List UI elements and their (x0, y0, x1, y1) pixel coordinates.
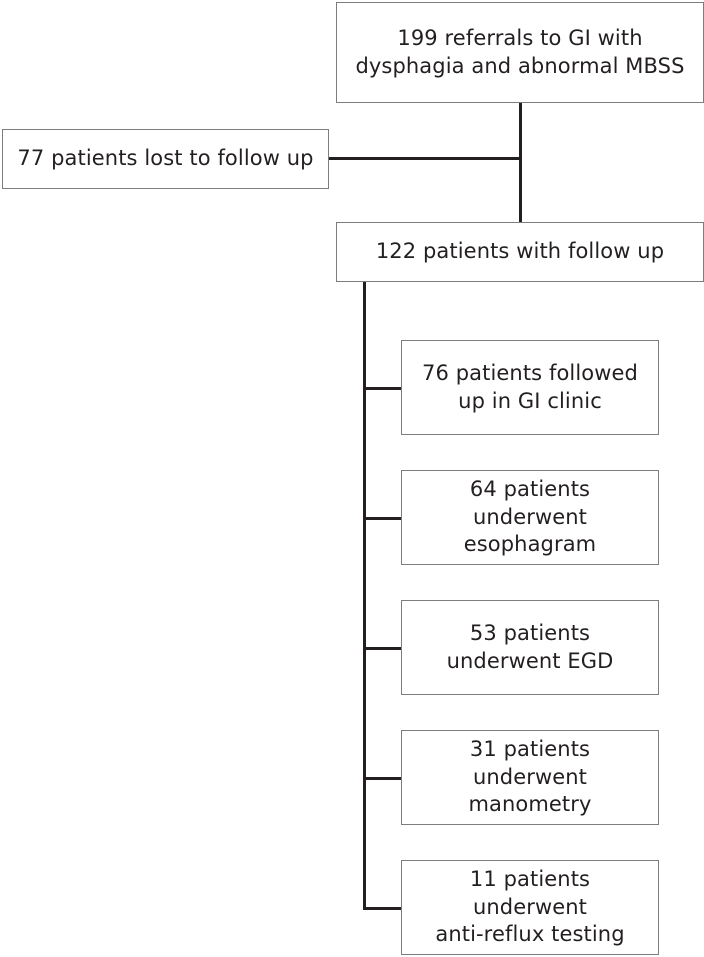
node-branch-5-label: 11 patients underwent anti-reflux testin… (435, 866, 625, 947)
connector-branch-3 (363, 647, 405, 650)
connector-branch-spine (363, 280, 366, 910)
connector-branch-5 (363, 907, 405, 910)
connector-branch-1 (363, 387, 405, 390)
connector-referrals-to-follow-up (519, 102, 522, 224)
node-branch-3: 53 patients underwent EGD (401, 600, 659, 695)
node-referrals-label: 199 referrals to GI with dysphagia and a… (355, 25, 685, 78)
node-branch-1: 76 patients followed up in GI clinic (401, 340, 659, 435)
node-branch-5: 11 patients underwent anti-reflux testin… (401, 860, 659, 955)
connector-branch-2 (363, 517, 405, 520)
node-branch-1-label: 76 patients followed up in GI clinic (422, 360, 638, 413)
node-with-follow-up: 122 patients with follow up (336, 222, 704, 282)
node-with-follow-up-label: 122 patients with follow up (375, 239, 665, 264)
node-branch-4: 31 patients underwent manometry (401, 730, 659, 825)
node-referrals: 199 referrals to GI with dysphagia and a… (336, 2, 704, 103)
node-branch-4-label: 31 patients underwent manometry (468, 736, 592, 817)
node-lost-to-follow-up-label: 77 patients lost to follow up (17, 146, 314, 171)
node-lost-to-follow-up: 77 patients lost to follow up (2, 129, 329, 189)
connector-lost-to-follow-up (327, 157, 522, 160)
node-branch-2-label: 64 patients underwent esophagram (463, 476, 597, 557)
node-branch-3-label: 53 patients underwent EGD (446, 620, 614, 673)
connector-branch-4 (363, 777, 405, 780)
node-branch-2: 64 patients underwent esophagram (401, 470, 659, 565)
